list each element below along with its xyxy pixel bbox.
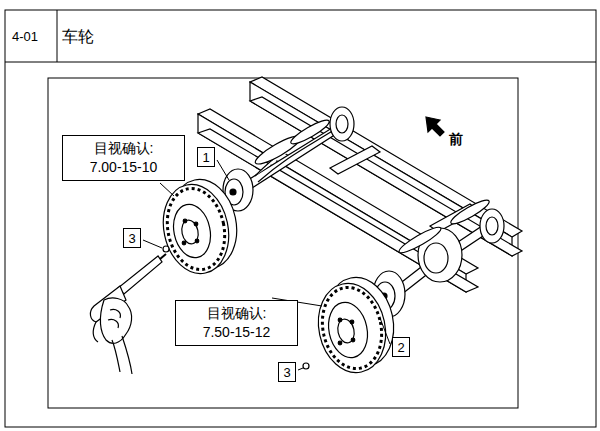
front-arrow-part xyxy=(426,117,444,136)
rear-wheel-part xyxy=(351,338,355,342)
rear-axle xyxy=(373,197,504,317)
callout-box: 目视确认:7.50-15-12 xyxy=(175,300,298,346)
rear-wheel xyxy=(303,271,402,379)
leader-line-part xyxy=(380,318,390,344)
rear-wheel-part xyxy=(315,282,389,374)
rear-wheel-part xyxy=(303,363,309,369)
callout-text: 7.00-15-10 xyxy=(90,158,158,177)
rear-axle-part xyxy=(448,197,491,228)
front-wheel-part xyxy=(180,219,201,246)
rear-wheel-part xyxy=(310,277,393,379)
grease-gun-hand xyxy=(90,254,166,374)
grease-gun-hand-part xyxy=(93,322,98,342)
callout-text: 目视确认: xyxy=(94,139,154,158)
rear-axle-part xyxy=(424,243,448,273)
leader-line-part xyxy=(217,160,229,180)
callout-text: 目视确认: xyxy=(207,304,267,323)
callout-number-text: 3 xyxy=(128,231,135,246)
front-wheel-part xyxy=(169,201,215,261)
front-axle-part xyxy=(330,107,354,141)
callout-number-text: 2 xyxy=(397,340,404,355)
callout-number-text: 3 xyxy=(283,365,290,380)
grease-gun-hand-part xyxy=(112,340,120,372)
frame-rail-part xyxy=(330,146,380,174)
grease-gun-hand-part xyxy=(118,256,162,294)
front-axle xyxy=(223,107,354,211)
rear-wheel-part xyxy=(336,318,357,345)
section-number: 4-01 xyxy=(12,29,38,44)
leader-line xyxy=(143,160,390,370)
front-axle-part xyxy=(248,128,336,188)
section-title: 车轮 xyxy=(62,27,94,48)
callout-number-text: 1 xyxy=(202,150,209,165)
callout-text: 7.50-15-12 xyxy=(203,323,271,342)
front-wheel-part xyxy=(160,183,232,275)
frame-rail xyxy=(198,77,522,292)
leader-line-part xyxy=(143,240,162,248)
direction-label: 前 xyxy=(449,131,463,149)
front-wheel-part xyxy=(183,219,187,223)
grease-gun-hand-part xyxy=(110,309,120,318)
front-wheel-part xyxy=(194,222,198,226)
frame-rail-part xyxy=(198,129,478,292)
front-axle-part xyxy=(336,115,348,133)
leader-line-part xyxy=(298,368,303,370)
front-axle-part xyxy=(230,189,236,195)
callout-number: 3 xyxy=(123,228,141,248)
front-axle-part xyxy=(288,117,331,148)
page-table-part xyxy=(48,78,518,408)
grease-gun-hand-part xyxy=(108,319,118,328)
page-table-part xyxy=(57,10,58,62)
page-table-part xyxy=(5,10,596,427)
front-wheel-part xyxy=(163,246,169,252)
page-table xyxy=(5,10,596,427)
page-table-part xyxy=(5,62,596,63)
rear-axle-part xyxy=(480,209,504,243)
leader-line-part xyxy=(160,183,174,196)
rear-axle-part xyxy=(397,224,444,257)
callout-number: 3 xyxy=(278,362,296,382)
rear-wheel-part xyxy=(338,318,342,322)
front-wheel-part xyxy=(155,178,236,279)
front-wheel-part xyxy=(182,241,186,245)
front-wheel-part xyxy=(195,239,199,243)
callout-number: 1 xyxy=(197,147,215,167)
grease-gun-hand-part xyxy=(160,254,166,259)
grease-gun-hand-part xyxy=(122,336,132,374)
front-arrow xyxy=(426,117,444,136)
callout-box: 目视确认:7.00-15-10 xyxy=(62,135,185,181)
grease-gun-hand-part xyxy=(100,298,131,343)
rear-wheel-part xyxy=(338,341,342,345)
rear-axle-part xyxy=(486,217,498,235)
front-wheel xyxy=(155,173,244,279)
rear-wheel-part xyxy=(324,299,373,362)
callout-number: 2 xyxy=(392,337,410,357)
rear-wheel-part xyxy=(350,320,354,324)
